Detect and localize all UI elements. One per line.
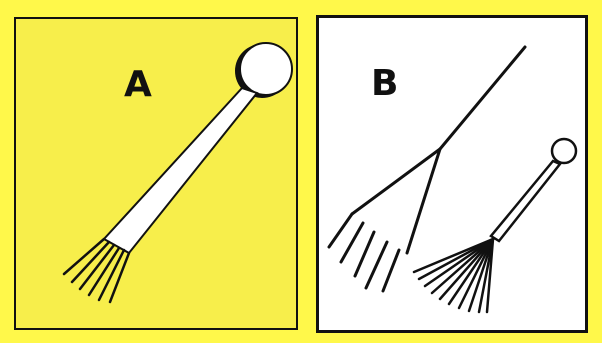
panel-b-left-branching-process bbox=[329, 47, 525, 291]
panel-b-illustration bbox=[319, 18, 591, 336]
panel-b-terminal-filaments bbox=[414, 239, 493, 312]
panel-b-soma bbox=[552, 139, 576, 163]
panel-a-label: A bbox=[124, 67, 152, 103]
panel-a-process-cone bbox=[104, 88, 257, 253]
panel-a-terminal-filaments bbox=[64, 239, 129, 302]
panel-a-soma bbox=[240, 43, 292, 95]
panel-b-axon-stalk bbox=[491, 161, 560, 241]
panel-a-illustration bbox=[16, 19, 300, 332]
panel-b: B bbox=[316, 15, 588, 333]
panel-a: A bbox=[14, 17, 298, 330]
panel-b-label: B bbox=[371, 66, 398, 102]
